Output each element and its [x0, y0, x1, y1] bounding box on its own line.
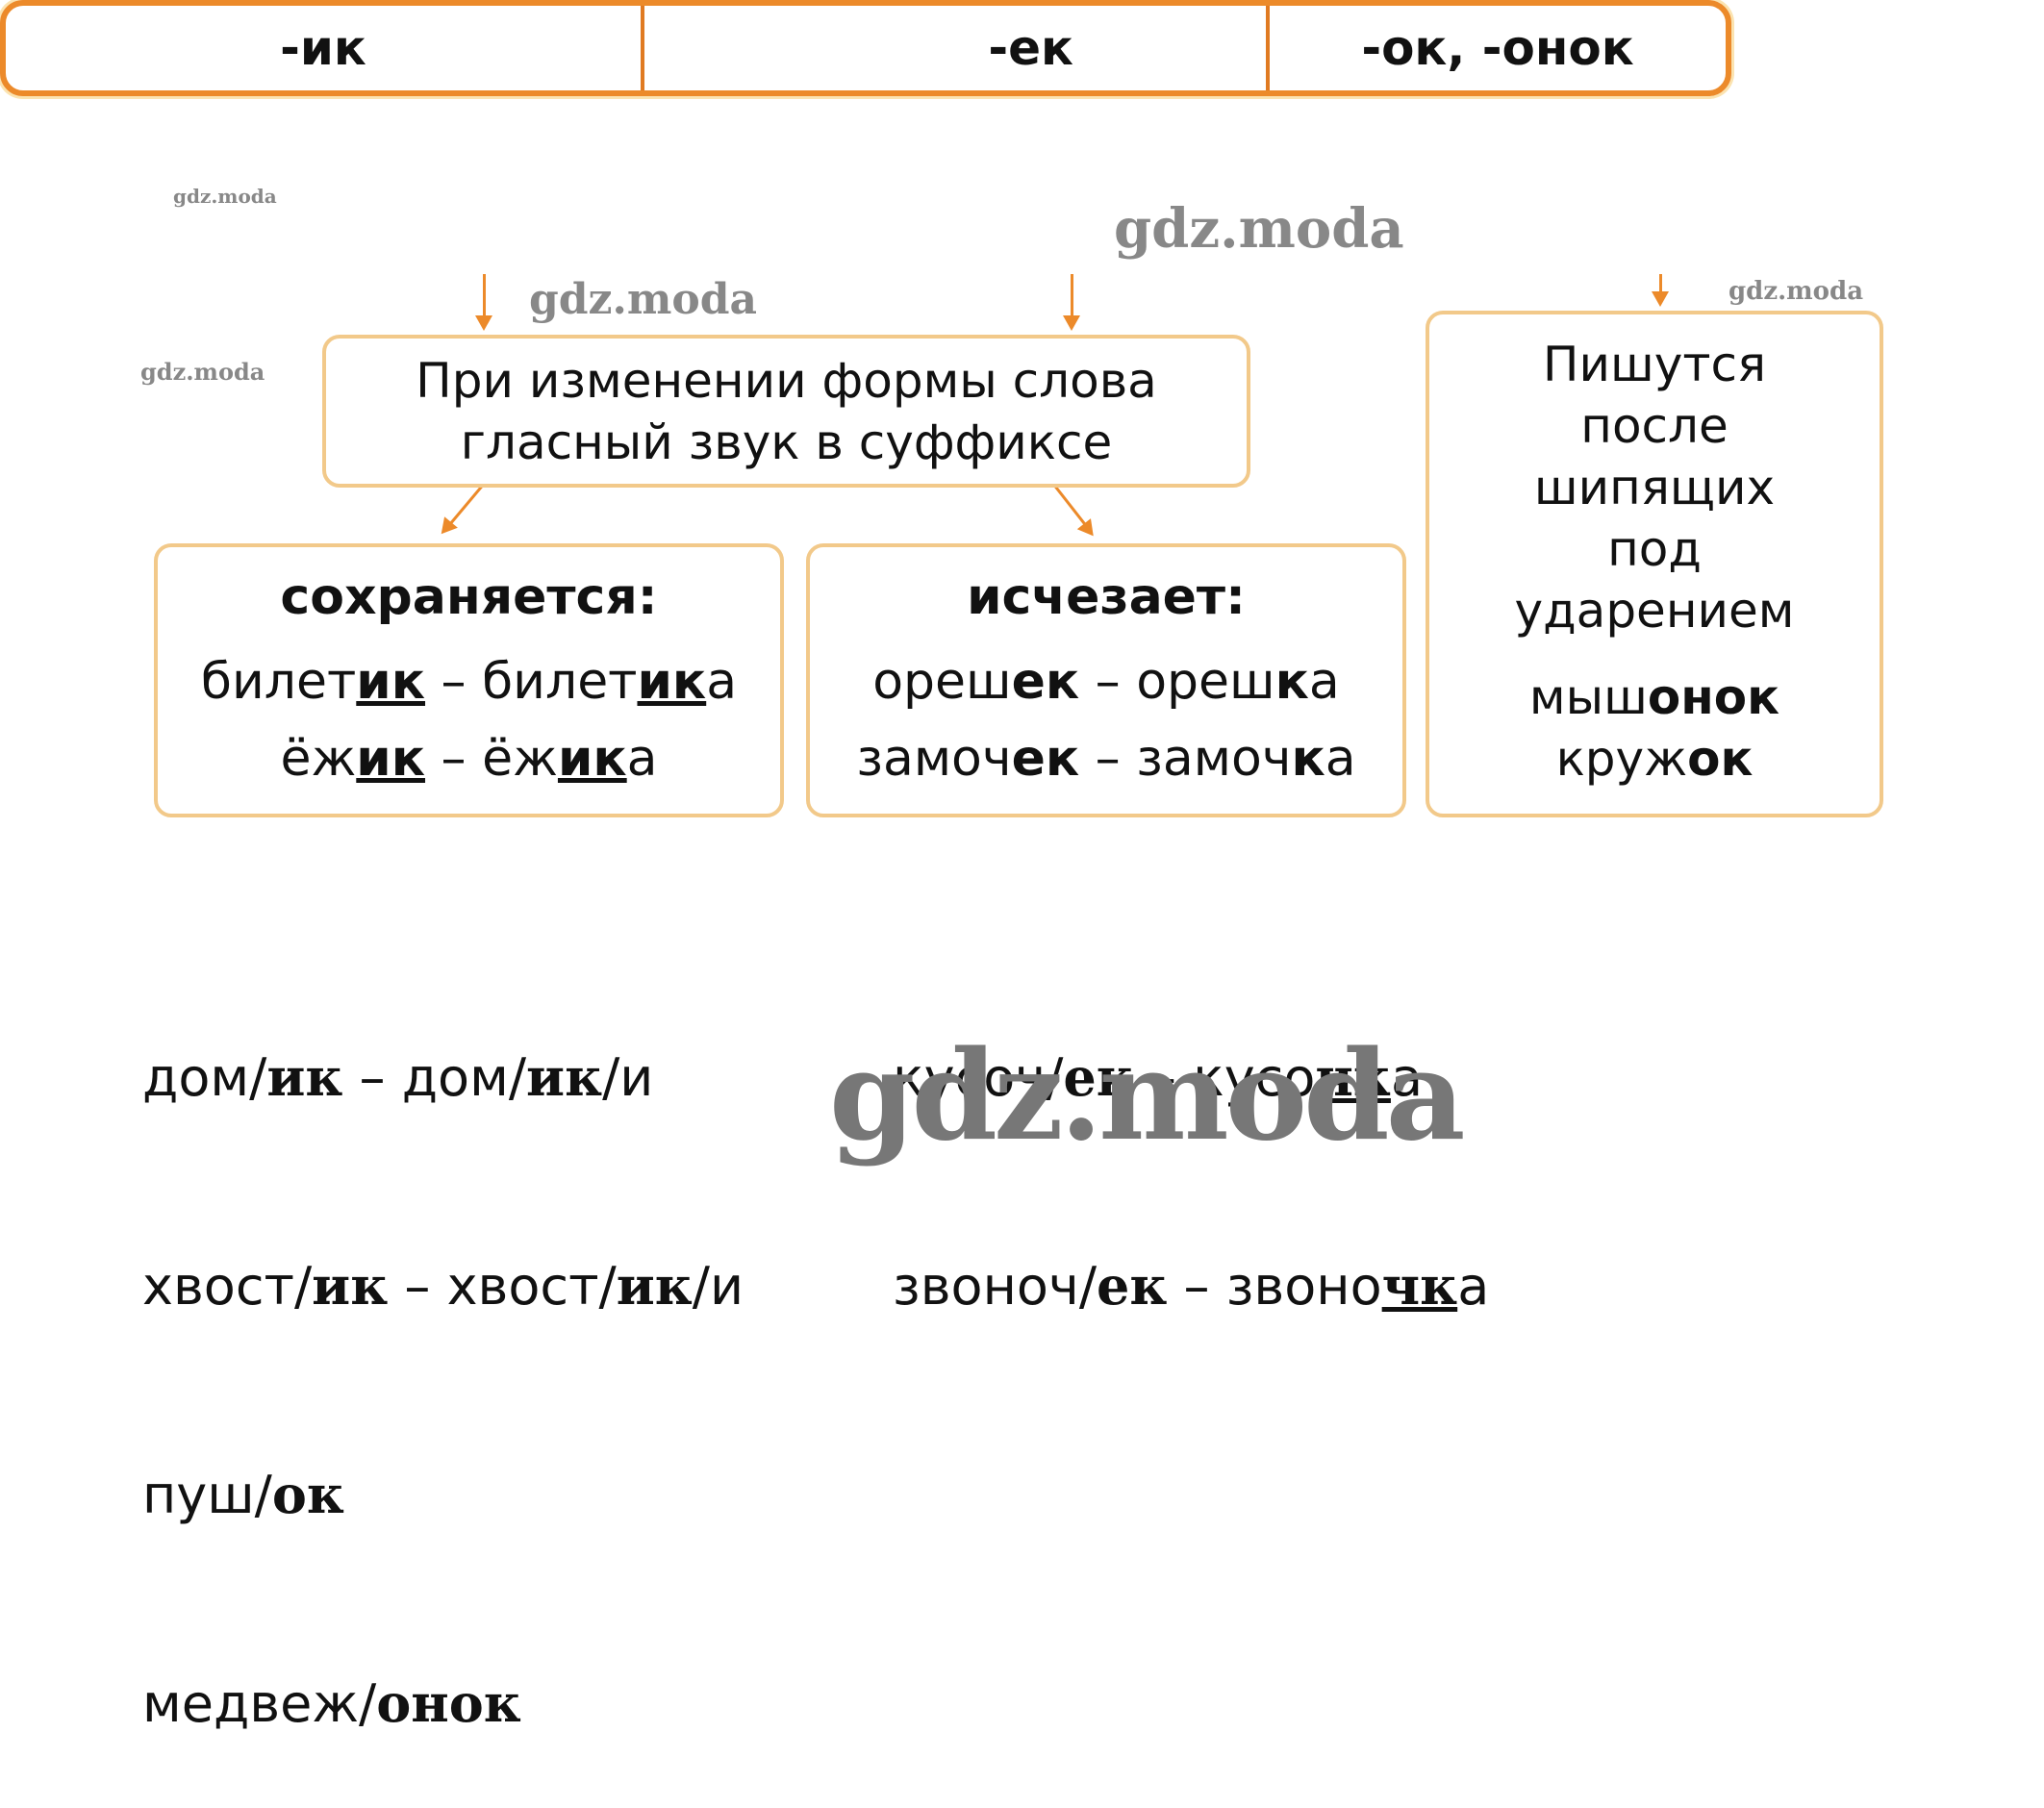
text-fragment: ик: [616, 1255, 693, 1317]
text-fragment: а: [1325, 730, 1356, 788]
text-fragment: –: [1079, 653, 1137, 711]
text-fragment: ек: [1063, 1046, 1134, 1108]
suffix-header: -ик -ек -ок, -онок: [0, 0, 1731, 96]
text-fragment: /и: [692, 1256, 744, 1317]
text-fragment: ек: [1011, 653, 1080, 711]
rule-line: шипящих: [1533, 460, 1776, 515]
kept-title: сохраняется:: [280, 568, 658, 626]
watermark: gdz.moda: [1729, 277, 1864, 306]
rule-line: после: [1580, 398, 1729, 454]
text-fragment: ореш: [872, 653, 1012, 711]
text-fragment: –: [425, 653, 483, 711]
vanishes-title: исчезает:: [967, 568, 1246, 626]
text-fragment: чк: [1315, 1046, 1391, 1108]
watermark: gdz.moda: [829, 1024, 1465, 1168]
text-fragment: ик: [356, 653, 426, 711]
text-fragment: а: [1457, 1256, 1490, 1317]
example-row: замочек – замочка: [810, 720, 1402, 797]
text-fragment: ик: [356, 730, 426, 788]
answer-line: хвост/ик – хвост/ик/и: [142, 1251, 744, 1321]
answer-line: кусоч/ек – кусочка: [893, 1042, 1489, 1113]
suffix-ek: -ек: [641, 6, 1266, 90]
rule-box: При изменении формы слова гласный звук в…: [322, 335, 1250, 488]
answers-left: дом/ик – дом/ик/и хвост/ик – хвост/ик/и …: [142, 904, 744, 1808]
rule-line: Пишутся: [1542, 337, 1767, 392]
text-fragment: а: [626, 730, 658, 788]
answer-line: звоноч/ек – звоночка: [893, 1251, 1489, 1321]
text-fragment: ок: [1687, 731, 1754, 787]
watermark: gdz.moda: [529, 275, 758, 324]
text-fragment: чк: [1381, 1255, 1458, 1317]
suffix-ok-onok: -ок, -онок: [1266, 6, 1726, 90]
answer-line: медвеж/онок: [142, 1669, 744, 1739]
example-row: мышонок: [1429, 666, 1880, 728]
text-fragment: а: [1308, 653, 1340, 711]
rule-line: гласный звук в суффиксе: [460, 414, 1113, 470]
arrow-icon: [1053, 485, 1093, 534]
text-fragment: ек: [1011, 730, 1080, 788]
text-fragment: ик: [266, 1046, 343, 1108]
example-row: ёжик – ёжика: [158, 720, 780, 797]
rule-line: ударением: [1514, 583, 1795, 639]
text-fragment: медвеж/: [142, 1673, 377, 1734]
text-fragment: ёж: [482, 730, 558, 788]
text-fragment: ик: [637, 653, 707, 711]
text-fragment: – звоно: [1167, 1256, 1382, 1317]
text-fragment: –: [1079, 730, 1137, 788]
rule-line: под: [1607, 521, 1702, 577]
text-fragment: ок: [271, 1464, 344, 1525]
rule-line: При изменении формы слова: [416, 353, 1157, 409]
text-fragment: к: [1291, 730, 1325, 788]
text-fragment: ик: [526, 1046, 603, 1108]
text-fragment: пуш/: [142, 1465, 272, 1525]
answer-line: пуш/ок: [142, 1460, 744, 1530]
watermark: gdz.moda: [140, 358, 265, 386]
text-fragment: замоч: [856, 730, 1012, 788]
arrow-icon: [475, 274, 492, 331]
text-fragment: – кусо: [1133, 1047, 1316, 1108]
arrow-icon: [442, 485, 484, 533]
text-fragment: – хвост/: [388, 1256, 617, 1317]
hissing-box: Пишутся после шипящих под ударением мышо…: [1426, 311, 1883, 817]
arrow-icon: [1063, 274, 1080, 331]
text-fragment: /и: [602, 1047, 654, 1108]
example-row: кружок: [1429, 728, 1880, 790]
text-fragment: а: [1390, 1047, 1424, 1108]
text-fragment: ек: [1097, 1255, 1168, 1317]
text-fragment: ик: [557, 730, 627, 788]
text-fragment: хвост/: [142, 1256, 313, 1317]
text-fragment: кусоч/: [893, 1047, 1064, 1108]
text-fragment: билет: [482, 653, 638, 711]
text-fragment: круж: [1555, 731, 1688, 787]
text-fragment: мыш: [1528, 669, 1648, 725]
example-row: билетик – билетика: [158, 643, 780, 720]
kept-box: сохраняется: билетик – билетика ёжик – ё…: [154, 543, 784, 817]
text-fragment: дом/: [142, 1047, 267, 1108]
example-row: орешек – орешка: [810, 643, 1402, 720]
text-fragment: онок: [376, 1672, 521, 1734]
text-fragment: ореш: [1136, 653, 1275, 711]
watermark: gdz.moda: [1114, 197, 1404, 261]
text-fragment: –: [425, 730, 483, 788]
text-fragment: а: [706, 653, 738, 711]
text-fragment: к: [1274, 653, 1309, 711]
arrow-icon: [1652, 274, 1669, 307]
answer-line: дом/ик – дом/ик/и: [142, 1042, 744, 1113]
suffix-ik: -ик: [280, 20, 366, 76]
text-fragment: онок: [1647, 669, 1780, 725]
text-fragment: звоноч/: [893, 1256, 1098, 1317]
text-fragment: ёж: [280, 730, 357, 788]
text-fragment: – дом/: [342, 1047, 527, 1108]
text-fragment: билет: [200, 653, 357, 711]
vanishes-box: исчезает: орешек – орешка замочек – замо…: [806, 543, 1406, 817]
text-fragment: ик: [312, 1255, 389, 1317]
watermark: gdz.moda: [173, 185, 277, 208]
text-fragment: замоч: [1136, 730, 1292, 788]
